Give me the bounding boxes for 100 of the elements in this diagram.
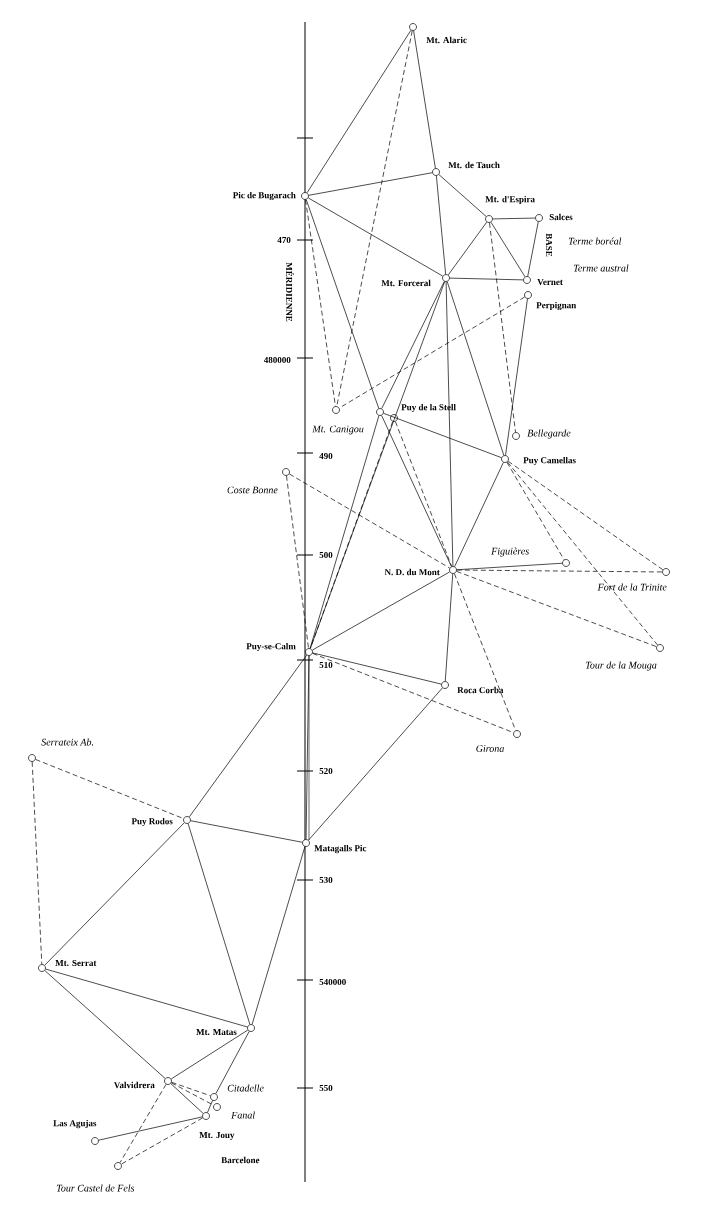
survey-station: Citadelle <box>210 1084 264 1101</box>
sight-line <box>44 822 185 966</box>
survey-station: Serrateix Ab. <box>28 738 94 762</box>
node-label: Tour de la Mouga <box>585 661 657 671</box>
node-label: Mt. Matas <box>196 1029 237 1036</box>
survey-station: Coste Bonne <box>227 468 290 494</box>
sight-line <box>505 298 528 456</box>
node-label: Coste Bonne <box>227 486 278 494</box>
sight-line <box>449 277 524 281</box>
node-label: Perpignan <box>536 301 577 311</box>
survey-station: N. D. du Mont <box>384 566 457 576</box>
survey-station: Fanal <box>213 1103 255 1119</box>
sight-line <box>507 461 658 646</box>
sight-line <box>456 571 657 647</box>
sight-line <box>306 29 412 194</box>
sight-line <box>119 1084 167 1164</box>
scale-label: 510 <box>319 661 333 669</box>
survey-station: Figuières <box>491 547 570 567</box>
survey-station: Mt. Matas <box>196 1024 255 1035</box>
sight-line <box>31 761 43 965</box>
survey-station: Mt. de Tauch <box>432 161 500 176</box>
sight-line <box>507 460 664 571</box>
survey-station: Puy-se-Calm <box>246 642 313 656</box>
survey-station: Mt. Forceral <box>381 274 450 287</box>
sight-line <box>98 1116 203 1141</box>
sight-line <box>305 199 380 409</box>
sight-line <box>338 296 526 409</box>
scale-label: MÉRIDIENNE <box>286 262 294 322</box>
scale-label: Terme austral <box>573 264 629 272</box>
node-label: Fanal <box>231 1111 255 1119</box>
sight-line <box>395 421 452 567</box>
node-label: Mt. Alaric <box>426 36 467 44</box>
sight-line <box>456 569 663 573</box>
sight-line <box>307 197 444 277</box>
node-label: Girona <box>476 745 504 752</box>
sight-line <box>45 968 248 1028</box>
sight-line <box>309 415 380 649</box>
sight-line <box>446 281 505 456</box>
sight-line <box>454 573 516 731</box>
node-label: Puy-se-Calm <box>246 642 296 652</box>
survey-station: Roca Corba <box>441 681 504 694</box>
sight-line <box>171 1081 211 1097</box>
sight-line <box>35 759 184 819</box>
survey-station: Tour Castel de Fels <box>56 1162 135 1192</box>
survey-station: Bellegarde <box>512 429 571 440</box>
sight-line <box>381 415 452 567</box>
sight-line <box>436 175 446 275</box>
sight-line <box>190 820 303 843</box>
scale-label: Barcelone <box>221 1156 260 1164</box>
survey-station: Matagalls Pic <box>302 839 367 854</box>
node-label: Puy Rodos <box>131 817 173 827</box>
survey-station: Valvidrera <box>113 1077 172 1089</box>
scale-label: 520 <box>319 767 333 775</box>
sight-line <box>286 475 309 649</box>
scale-label: 500 <box>319 551 333 559</box>
scale-label: 480000 <box>263 356 291 364</box>
node-label: Figuières <box>491 547 529 557</box>
sight-line <box>121 1117 203 1165</box>
node-label: Valvidrera <box>113 1081 155 1089</box>
node-label: Mt. Canigou <box>312 425 364 435</box>
survey-station: Mt. Alaric <box>409 23 467 44</box>
sight-line <box>309 421 394 649</box>
node-label: Mt. Serrat <box>55 959 97 967</box>
survey-station: Salces <box>535 213 573 222</box>
survey-station: Mt. Canigou <box>312 406 364 435</box>
node-label: Citadelle <box>227 1084 264 1092</box>
sight-line <box>312 652 442 685</box>
sight-line <box>381 281 445 409</box>
sight-line <box>187 823 251 1025</box>
sight-line <box>444 573 454 682</box>
sight-line <box>171 1082 214 1106</box>
sight-line <box>489 222 516 433</box>
sight-line <box>308 172 433 196</box>
node-label: Mt. Jouy <box>199 1132 235 1140</box>
survey-station: Puy Rodos <box>131 816 191 827</box>
sight-line <box>170 1029 249 1080</box>
node-label: Puy de la Stell <box>401 403 456 413</box>
node-label: Matagalls Pic <box>314 844 367 854</box>
sight-line <box>207 1100 213 1113</box>
node-label: Bellegarde <box>527 429 571 439</box>
node-label: N. D. du Mont <box>384 568 440 576</box>
sight-line <box>44 970 166 1079</box>
node-label: Tour Castel de Fels <box>56 1184 135 1192</box>
survey-station: Mt. d'Espira <box>485 195 535 223</box>
node-label: Las Agujas <box>53 1119 97 1129</box>
scale-label: 540000 <box>319 978 346 986</box>
sight-line <box>288 473 451 569</box>
sight-line <box>305 199 336 407</box>
survey-station: Las Agujas <box>53 1119 99 1145</box>
node-label: Salces <box>549 213 573 221</box>
survey-station: Girona <box>476 730 521 752</box>
sight-line <box>447 221 488 276</box>
node-label: Puy Camellas <box>523 456 576 466</box>
scale-label: 470 <box>277 236 291 244</box>
node-label: Fort de la Trinite <box>597 583 667 591</box>
sight-line <box>506 461 565 561</box>
scale-label: BASE <box>546 233 553 257</box>
scale-label: Terme boréal <box>568 237 622 245</box>
sight-line <box>215 1031 250 1094</box>
sight-line <box>309 281 446 649</box>
